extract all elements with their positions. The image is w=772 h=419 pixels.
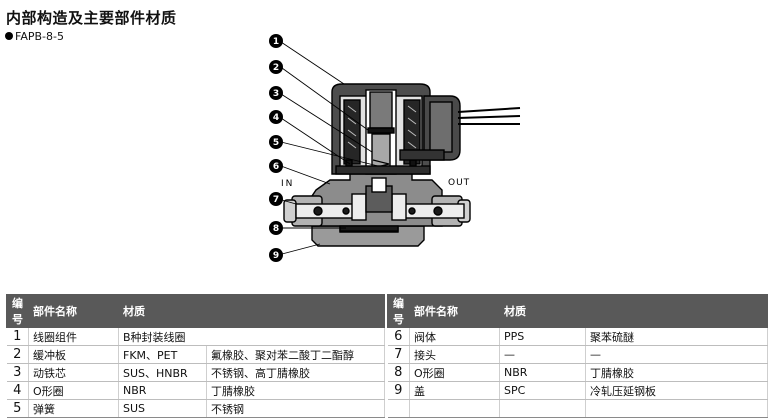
callout-6-number: 6 [273,162,279,172]
header-no: 编号 [387,294,410,328]
row-material: SUS [118,399,207,418]
table-row: 3 动铁芯 SUS、HNBR 不锈钢、高丁腈橡胶 [6,363,385,382]
callout-4: 4 [269,110,283,124]
callout-7: 7 [269,192,283,206]
callout-8-number: 8 [273,224,279,234]
header-material: 材质 [499,294,768,328]
callout-7-number: 7 [273,195,279,205]
leader-lines [280,41,379,255]
row-note: 冷轧压延钢板 [585,381,768,400]
leader-6 [280,165,331,185]
lead-wire-terminal [399,95,521,161]
row-part: O形圈 [28,381,119,400]
row-note: 丁腈橡胶 [206,381,385,400]
row-material [499,399,586,418]
table-row: 5 弹簧 SUS 不锈钢 [6,399,385,418]
header-material: 材质 [118,294,385,328]
callout-1: 1 [269,34,283,48]
row-part: 盖 [409,381,500,400]
row-note: 不锈钢、高丁腈橡胶 [206,363,385,382]
row-part: 动铁芯 [28,363,119,382]
callout-9: 9 [269,248,283,262]
row-no [387,399,410,418]
row-no: 2 [6,345,29,364]
table-row: 9 盖 SPC 冷轧压延钢板 [387,381,768,400]
header-no: 编号 [6,294,29,328]
callout-2: 2 [269,60,283,74]
row-material: SPC [499,381,586,400]
leader-2 [281,67,369,131]
row-no: 8 [387,363,410,382]
row-part: 接头 [409,345,500,364]
table-row: 1 线圈组件 B种封装线圈 [6,327,385,346]
header-part: 部件名称 [28,294,119,328]
out-label: OUT [448,178,470,188]
table-row: 2 缓冲板 FKM、PET 氟橡胶、聚对苯二酸丁二酯醇 [6,345,385,364]
row-no: 9 [387,381,410,400]
row-material: SUS、HNBR [118,363,207,382]
model-name: FAPB-8-5 [15,30,64,43]
row-no: 7 [387,345,410,364]
buffer-plate [367,127,395,134]
callout-6: 6 [269,159,283,173]
callout-2-number: 2 [273,63,279,73]
row-no: 1 [6,327,29,346]
row-part: 弹簧 [28,399,119,418]
parts-table-right: 编号 部件名称 材质 6 阀体 PPS 聚苯硫醚 7 接头 — — 8 O形圈 … [387,294,768,418]
callout-3: 3 [269,86,283,100]
callout-1-number: 1 [273,37,279,47]
row-part: 阀体 [409,327,500,346]
callout-markers: 1 2 3 4 5 6 7 8 9 [269,34,283,262]
row-note: 氟橡胶、聚对苯二酸丁二酯醇 [206,345,385,364]
leader-7 [281,199,297,205]
row-note: 聚苯硫醚 [585,327,768,346]
parts-table-left: 编号 部件名称 材质 1 线圈组件 B种封装线圈 2 缓冲板 FKM、PET 氟… [6,294,385,418]
table-row: 4 O形圈 NBR 丁腈橡胶 [6,381,385,400]
valve-cross-section-diagram: IN OUT 1 2 3 4 5 6 7 8 9 [269,34,521,262]
valve-body [283,171,471,247]
row-part: 线圈组件 [28,327,119,346]
callout-9-number: 9 [273,251,279,261]
row-note: 丁腈橡胶 [585,363,768,382]
row-no: 3 [6,363,29,382]
row-note: 不锈钢 [206,399,385,418]
row-part: 缓冲板 [28,345,119,364]
table-header-row: 编号 部件名称 材质 [387,294,768,328]
table-row: 8 O形圈 NBR 丁腈橡胶 [387,363,768,382]
in-label: IN [281,179,294,189]
header-part: 部件名称 [409,294,500,328]
callout-5-number: 5 [273,138,279,148]
row-material: NBR [499,363,586,382]
table-row: 6 阀体 PPS 聚苯硫醚 [387,327,768,346]
table-row [387,399,768,418]
callout-8: 8 [269,221,283,235]
bullet-icon [5,32,13,40]
row-material: PPS [499,327,586,346]
row-material: B种封装线圈 [118,327,385,346]
row-part: O形圈 [409,363,500,382]
leader-5 [280,141,379,167]
callout-5: 5 [269,135,283,149]
callout-3-number: 3 [273,89,279,99]
row-no: 4 [6,381,29,400]
lead-wires [457,107,521,125]
table-header-row: 编号 部件名称 材质 [6,294,385,328]
leader-3 [280,93,373,153]
row-part [409,399,500,418]
row-material: NBR [118,381,207,400]
row-no: 5 [6,399,29,418]
row-material: — [499,345,586,364]
leader-9 [281,243,321,255]
model-label: FAPB-8-5 [5,30,64,43]
row-material: FKM、PET [118,345,207,364]
callout-4-number: 4 [273,113,279,123]
table-row: 7 接头 — — [387,345,768,364]
row-note: — [585,345,768,364]
row-no: 6 [387,327,410,346]
row-note [585,399,768,418]
leader-1 [280,41,345,85]
page-title: 内部构造及主要部件材质 [6,9,177,27]
